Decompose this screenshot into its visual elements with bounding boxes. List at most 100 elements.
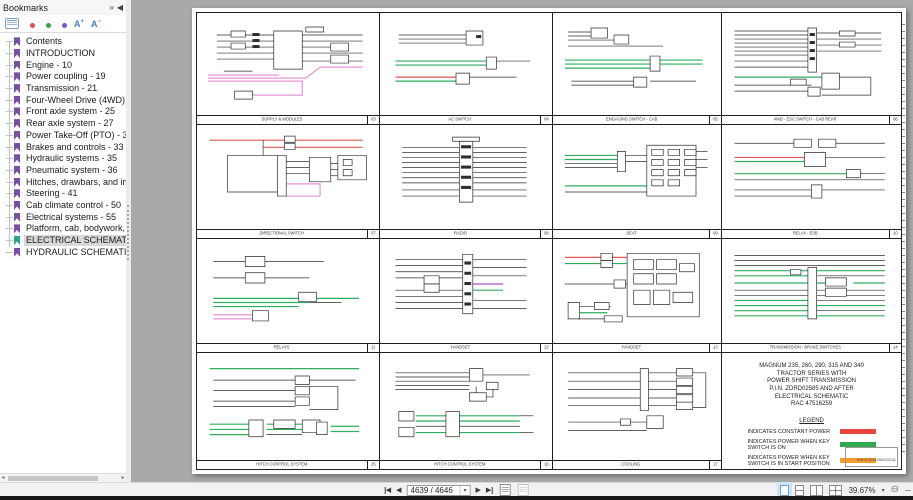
page-dropdown-caret-icon[interactable]: ▾ — [459, 485, 470, 495]
first-page-button[interactable]: ◀ — [384, 486, 392, 494]
zoom-slider-track[interactable] — [905, 489, 911, 491]
bookmark-item[interactable]: Steering - 41 — [0, 188, 126, 200]
zoom-percent[interactable]: 39.67% — [848, 485, 876, 495]
expand-bookmark-icon[interactable] — [26, 18, 36, 29]
font-increase-button[interactable]: A+ — [74, 19, 85, 29]
cell-title: SEAT — [626, 231, 637, 236]
bookmark-item[interactable]: Platform, cab, bodywork, and decals - — [0, 223, 126, 235]
bookmark-label: Front axle system - 25 — [26, 106, 116, 117]
zoom-out-icon[interactable]: ⊖ — [890, 484, 899, 495]
bookmark-item[interactable]: Front axle system - 25 — [0, 106, 126, 118]
bookmark-label: HYDRAULIC SCHEMATIC — [26, 246, 126, 257]
bookmark-item[interactable]: Brakes and controls - 33 — [0, 141, 126, 153]
bookmark-label: Engine - 10 — [26, 59, 73, 70]
bookmark-icon — [14, 49, 20, 59]
tree-stub-line — [6, 216, 13, 218]
prev-page-button[interactable]: ◀ — [396, 486, 402, 494]
panel-options-icon[interactable]: » — [109, 2, 114, 12]
revision-ticks — [902, 24, 905, 458]
bookmark-item[interactable]: Pneumatic system - 36 — [0, 165, 126, 177]
bookmark-label: Platform, cab, bodywork, and decals - — [26, 223, 126, 234]
tree-stub-line — [6, 76, 13, 78]
cell-sheet-number: 12 — [544, 346, 549, 351]
cell-sheet-number: 11 — [371, 346, 376, 351]
bookmark-item[interactable]: Power Take-Off (PTO) - 31 — [0, 130, 126, 142]
bookmark-icon — [14, 37, 20, 47]
cell-sheet-number: 03 — [371, 118, 376, 123]
bookmark-item[interactable]: Hydraulic systems - 35 — [0, 153, 126, 165]
tree-stub-line — [6, 99, 13, 101]
last-page-bar — [491, 486, 493, 494]
legend-header-line: MAGNUM 235, 260, 290, 315 AND 340 — [759, 363, 864, 370]
cell-sheet-number: 15 — [371, 462, 376, 468]
bookmark-item[interactable]: INTRODUCTION — [0, 48, 126, 60]
page-number-input[interactable] — [406, 484, 471, 496]
bookmark-item[interactable]: Cab climate control - 50 — [0, 200, 126, 212]
bookmark-icon — [14, 247, 20, 257]
cell-title: HANDSET — [621, 346, 641, 351]
layout-continuous-button[interactable] — [795, 484, 805, 496]
scroll-right-icon[interactable]: ▸ — [121, 474, 125, 481]
legend-item: INDICATES POWER WHEN KEY SWITCH IS IN ST… — [748, 455, 876, 467]
bookmark-label: Electrical systems - 55 — [26, 211, 117, 222]
legend-color-bar — [839, 429, 876, 435]
scroll-left-icon[interactable]: ◂ — [1, 474, 5, 481]
sidebar-horizontal-scrollbar[interactable]: ◂ ▸ — [0, 473, 126, 482]
schematic-art — [555, 127, 719, 229]
bookmark-item[interactable]: Hitches, drawbars, and implement cou — [0, 176, 126, 188]
bookmark-label: Transmission - 21 — [26, 83, 98, 94]
previous-view-button[interactable] — [499, 484, 511, 496]
taskbar-strip — [0, 496, 913, 500]
layout-single-page-button[interactable] — [777, 481, 793, 499]
panel-view-icon[interactable] — [5, 18, 19, 29]
tree-stub-line — [6, 204, 13, 206]
bookmark-label: Hydraulic systems - 35 — [26, 153, 118, 164]
schematic-art — [382, 355, 550, 460]
font-decrease-button[interactable]: A− — [91, 19, 102, 29]
legend-corner-code: RAC47516259/23C01 — [845, 446, 898, 467]
bookmark-item[interactable]: Electrical systems - 55 — [0, 211, 126, 223]
bookmark-item[interactable]: Engine - 10 — [0, 59, 126, 71]
bookmark-item[interactable]: Transmission - 21 — [0, 83, 126, 95]
tree-stub-line — [6, 240, 13, 242]
bookmark-label: Power Take-Off (PTO) - 31 — [26, 129, 126, 140]
cell-title: AC SWITCH — [448, 118, 472, 123]
tree-stub-line — [6, 169, 13, 171]
tree-stub-line — [6, 134, 13, 136]
cell-sheet-number: 09 — [713, 231, 718, 236]
flag-badge-red — [29, 22, 36, 29]
bookmark-item[interactable]: Power coupling - 19 — [0, 71, 126, 83]
tree-stub-line — [6, 146, 13, 148]
schematic-art — [199, 15, 377, 115]
last-page-button[interactable]: ▶ — [485, 486, 493, 494]
layout-facing-button[interactable] — [810, 484, 824, 496]
legend-item-text: INDICATES CONSTANT POWER — [747, 428, 831, 435]
bookmark-item[interactable]: ELECTRICAL SCHEMATIC — [0, 235, 126, 247]
bookmark-item[interactable]: Rear axle system - 27 — [0, 118, 126, 130]
bookmark-item[interactable]: HYDRAULIC SCHEMATIC — [0, 246, 126, 258]
bookmark-item[interactable]: Four-Wheel Drive (4WD) system - 23 — [0, 94, 126, 106]
bookmark-label: Power coupling - 19 — [26, 71, 106, 82]
legend-item-text: INDICATES POWER WHEN KEY SWITCH IS ON — [747, 438, 830, 451]
zoom-dropdown-caret-icon[interactable]: ▾ — [881, 486, 885, 494]
legend-item-text: INDICATES POWER WHEN KEY SWITCH IS IN ST… — [747, 454, 830, 467]
layout-facing-continuous-button[interactable] — [829, 484, 843, 496]
next-view-button[interactable] — [517, 484, 529, 496]
cell-sheet-number: 05 — [713, 118, 718, 123]
bookmark-item[interactable]: Contents — [0, 36, 126, 48]
next-page-button[interactable]: ▶ — [475, 486, 481, 494]
scrollbar-thumb[interactable] — [8, 475, 98, 481]
tree-stub-line — [6, 181, 13, 183]
divider-grip — [127, 205, 129, 260]
locate-bookmark-icon[interactable] — [58, 18, 68, 29]
collapse-panel-icon[interactable]: ◀ — [116, 2, 123, 12]
collapse-bookmark-icon[interactable] — [42, 18, 52, 29]
